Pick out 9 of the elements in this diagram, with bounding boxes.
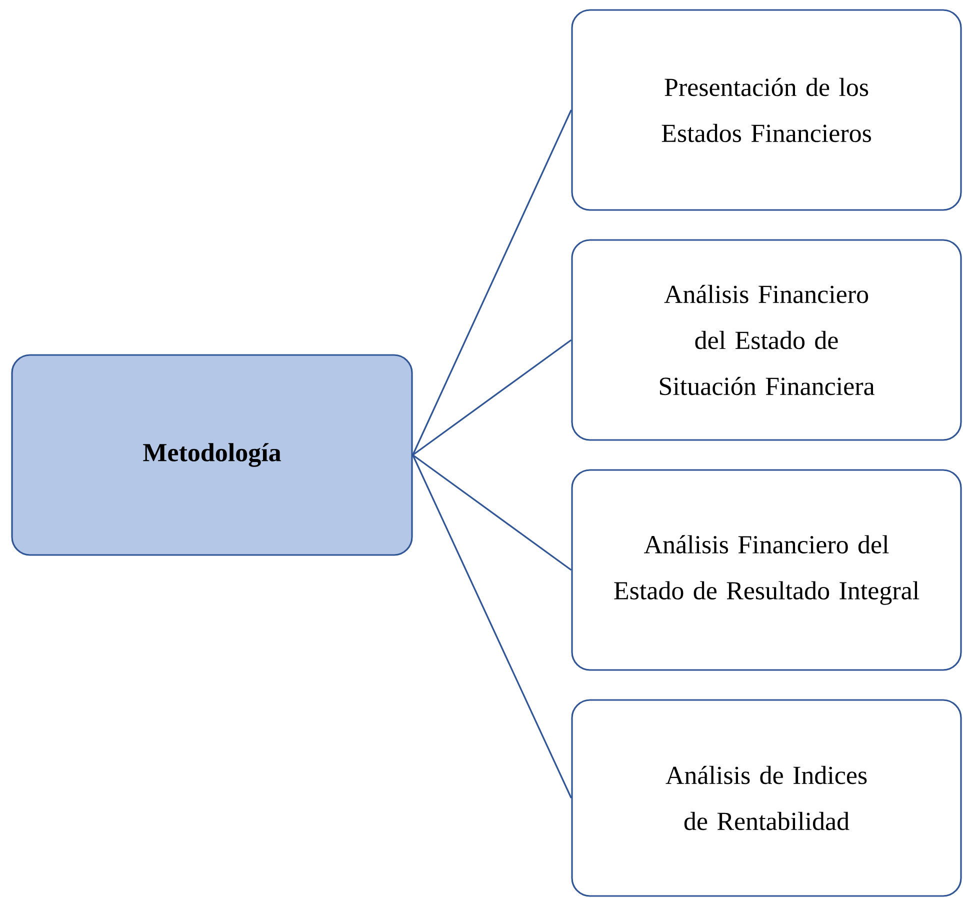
topic-box: Metodología: [11, 354, 413, 556]
subtopic-box: Análisis de Indices de Rentabilidad: [571, 699, 962, 897]
connector-line: [412, 110, 572, 456]
subtopic-box: Presentación de los Estados Financieros: [571, 9, 962, 211]
subtopic-box: Análisis Financiero del Estado de Situación Financiera: [571, 239, 962, 441]
subtopic-box: Análisis Financiero del Estado de Resultado Integral: [571, 469, 962, 671]
connector-line: [412, 339, 572, 456]
connector-line: [412, 454, 572, 798]
connector-line: [412, 454, 572, 571]
